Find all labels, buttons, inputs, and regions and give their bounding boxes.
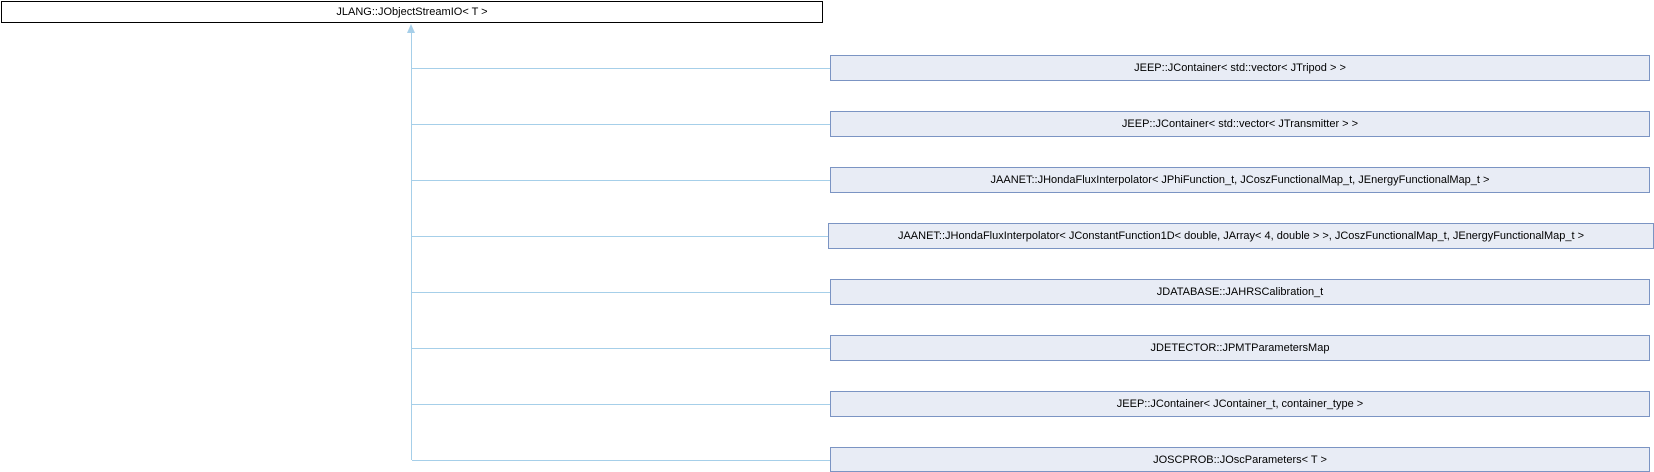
inheritance-edge-trunk: [411, 31, 412, 460]
class-node-derived[interactable]: JDATABASE::JAHRSCalibration_t: [830, 279, 1650, 305]
class-node-label: JAANET::JHondaFluxInterpolator< JPhiFunc…: [990, 174, 1490, 186]
class-node-base[interactable]: JLANG::JObjectStreamIO< T >: [1, 1, 823, 23]
class-node-label: JEEP::JContainer< std::vector< JTripod >…: [1134, 62, 1346, 74]
class-node-base-label: JLANG::JObjectStreamIO< T >: [336, 6, 488, 18]
inheritance-edge-branch: [412, 292, 830, 293]
inheritance-edge-branch: [412, 348, 830, 349]
inheritance-edge-branch: [412, 68, 830, 69]
inheritance-edge-branch: [412, 180, 830, 181]
class-node-derived[interactable]: JAANET::JHondaFluxInterpolator< JConstan…: [828, 223, 1654, 249]
class-node-label: JDATABASE::JAHRSCalibration_t: [1156, 286, 1324, 298]
class-node-label: JEEP::JContainer< JContainer_t, containe…: [1116, 398, 1364, 410]
class-node-label: JDETECTOR::JPMTParametersMap: [1150, 342, 1330, 354]
class-node-derived[interactable]: JEEP::JContainer< JContainer_t, containe…: [830, 391, 1650, 417]
inheritance-edge-branch: [412, 236, 828, 237]
class-node-derived[interactable]: JEEP::JContainer< std::vector< JTransmit…: [830, 111, 1650, 137]
class-node-derived[interactable]: JEEP::JContainer< std::vector< JTripod >…: [830, 55, 1650, 81]
class-node-derived[interactable]: JOSCPROB::JOscParameters< T >: [830, 447, 1650, 472]
class-node-label: JOSCPROB::JOscParameters< T >: [1153, 453, 1327, 466]
inheritance-edge-branch: [412, 124, 830, 125]
class-node-derived[interactable]: JAANET::JHondaFluxInterpolator< JPhiFunc…: [830, 167, 1650, 193]
class-node-derived[interactable]: JDETECTOR::JPMTParametersMap: [830, 335, 1650, 361]
inheritance-edge-branch: [412, 404, 830, 405]
class-node-label: JEEP::JContainer< std::vector< JTransmit…: [1121, 118, 1359, 130]
inheritance-edge-branch: [412, 460, 830, 461]
inheritance-arrow-icon: [407, 24, 415, 33]
class-node-label: JAANET::JHondaFluxInterpolator< JConstan…: [897, 230, 1585, 242]
